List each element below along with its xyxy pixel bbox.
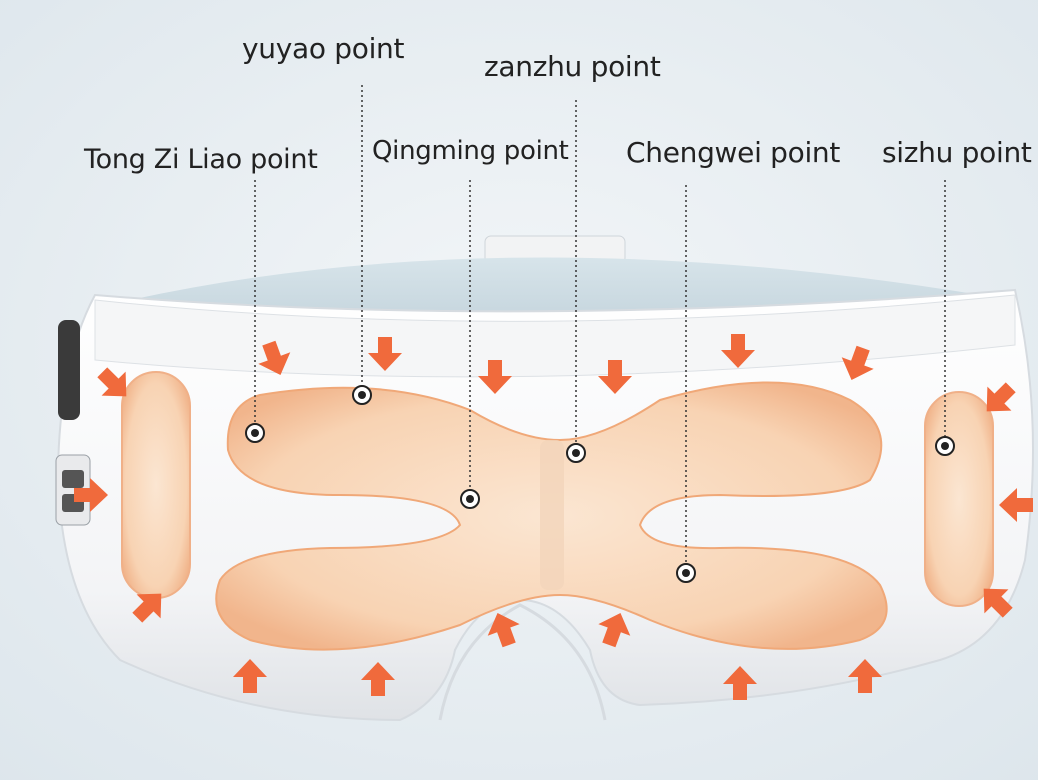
label-qingming-point: Qingming point	[372, 136, 569, 166]
acupoint-marker-icon	[676, 563, 696, 583]
acupoint-marker-icon	[566, 443, 586, 463]
center-seam	[540, 440, 564, 590]
nose-bridge	[438, 603, 607, 721]
acupoint-marker-icon	[935, 436, 955, 456]
acupoint-marker-icon	[352, 385, 372, 405]
heat-pads	[121, 371, 994, 651]
label-zanzhu-point: zanzhu point	[484, 50, 661, 83]
acupoint-marker-icon	[245, 423, 265, 443]
right-side-pad	[924, 391, 994, 607]
label-tong-zi-liao-point: Tong Zi Liao point	[84, 144, 318, 175]
acupoint-markers	[245, 385, 955, 583]
label-sizhu-point: sizhu point	[882, 136, 1032, 169]
leader-lines	[254, 85, 946, 572]
label-chengwei-point: Chengwei point	[626, 136, 841, 169]
mask-top-rim	[94, 294, 1016, 378]
acupoint-marker-icon	[460, 489, 480, 509]
label-yuyao-point: yuyao point	[242, 32, 405, 65]
left-side-pad	[121, 371, 191, 599]
